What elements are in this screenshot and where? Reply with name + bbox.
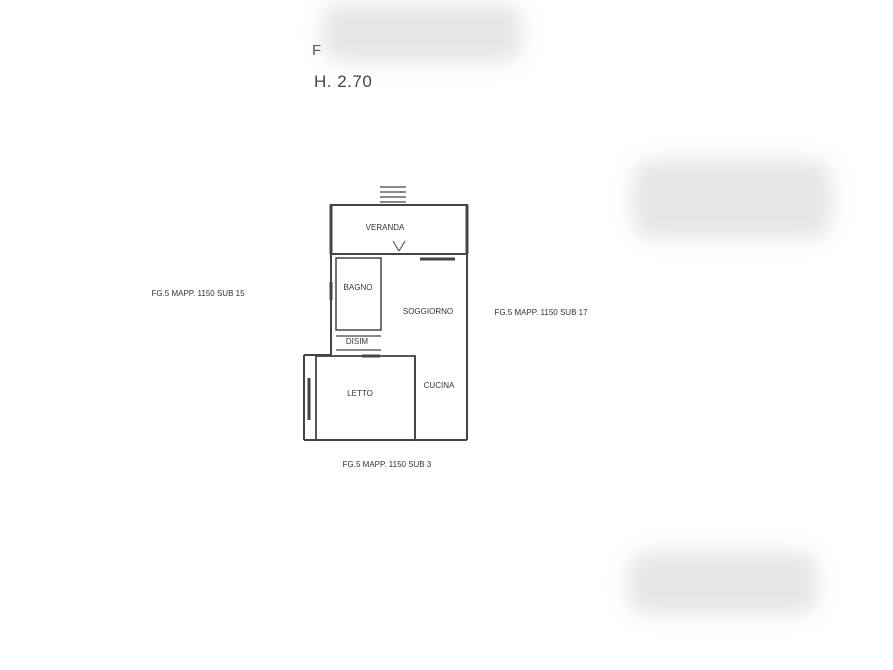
room-label-soggiorno: SOGGIORNO bbox=[403, 307, 453, 316]
heading-prefix: F bbox=[312, 42, 322, 59]
ceiling-height-label: H. 2.70 bbox=[314, 72, 373, 91]
room-label-letto: LETTO bbox=[347, 389, 373, 398]
redacted-header-area bbox=[322, 4, 522, 62]
room-label-cucina: CUCINA bbox=[424, 381, 455, 390]
redacted-stamp-top-right bbox=[632, 160, 832, 238]
room-label-disim: DISIM bbox=[346, 337, 369, 346]
redacted-stamp-bottom-right bbox=[628, 552, 818, 614]
neighbor-label-west: FG.5 MAPP. 1150 SUB 15 bbox=[151, 289, 245, 298]
room-label-veranda: VERANDA bbox=[366, 223, 405, 232]
neighbor-label-east: FG.5 MAPP. 1150 SUB 17 bbox=[494, 308, 588, 317]
floor-plan-walls bbox=[303, 186, 469, 441]
room-label-bagno: BAGNO bbox=[344, 283, 373, 292]
entrance-arrow-icon bbox=[392, 240, 406, 252]
bagno-outline bbox=[335, 257, 382, 331]
neighbor-label-south: FG.5 MAPP. 1150 SUB 3 bbox=[343, 460, 432, 469]
letto-outline bbox=[315, 355, 416, 441]
